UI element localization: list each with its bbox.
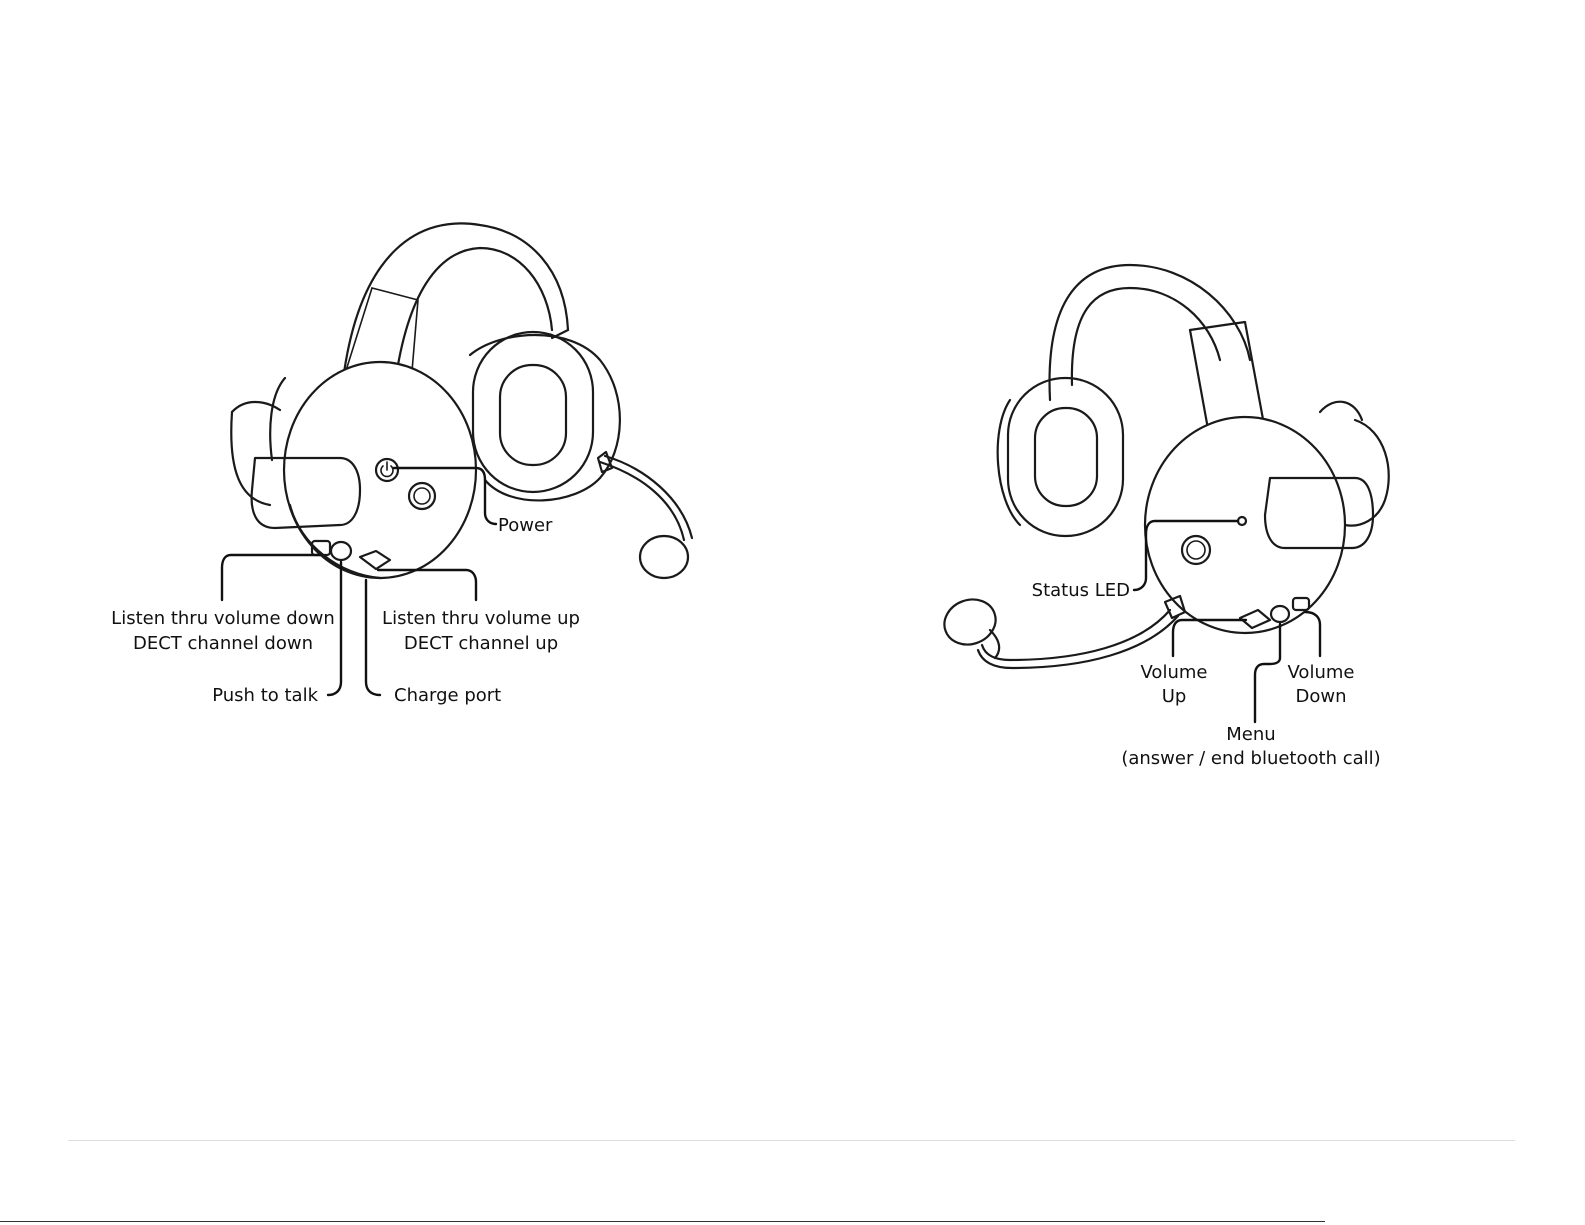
charge-port-label: Charge port <box>394 685 501 706</box>
right-headset: Status LED Volume Up Volume Down Menu (a… <box>938 265 1389 769</box>
menu-label-line2: (answer / end bluetooth call) <box>1121 748 1380 769</box>
volume-down-label-line2: Down <box>1295 686 1346 707</box>
volume-up-label-line2: Up <box>1162 686 1187 707</box>
front-ear-cup <box>1145 417 1373 633</box>
volume-up-label: Volume <box>1141 662 1208 683</box>
dect-up-label: DECT channel up <box>404 633 558 654</box>
footer-rule <box>0 1221 1325 1222</box>
status-led-label: Status LED <box>1032 580 1130 601</box>
dect-down-label: DECT channel down <box>133 633 313 654</box>
power-label: Power <box>498 515 553 536</box>
microphone-boom-icon <box>598 452 692 578</box>
menu-label: Menu <box>1226 724 1275 745</box>
ear-cup-icon <box>470 332 620 500</box>
front-ear-cup <box>252 362 476 578</box>
push-to-talk-label: Push to talk <box>212 685 318 706</box>
microphone-boom-icon <box>938 592 1185 668</box>
footer-divider <box>68 1140 1515 1141</box>
volume-down-label: Volume <box>1288 662 1355 683</box>
headband-icon <box>1050 265 1265 440</box>
ear-cup-icon <box>998 378 1123 536</box>
listen-up-label: Listen thru volume up <box>382 608 580 629</box>
listen-down-label: Listen thru volume down <box>111 608 335 629</box>
left-headset: Power Listen thru volume down DECT chann… <box>111 223 692 706</box>
